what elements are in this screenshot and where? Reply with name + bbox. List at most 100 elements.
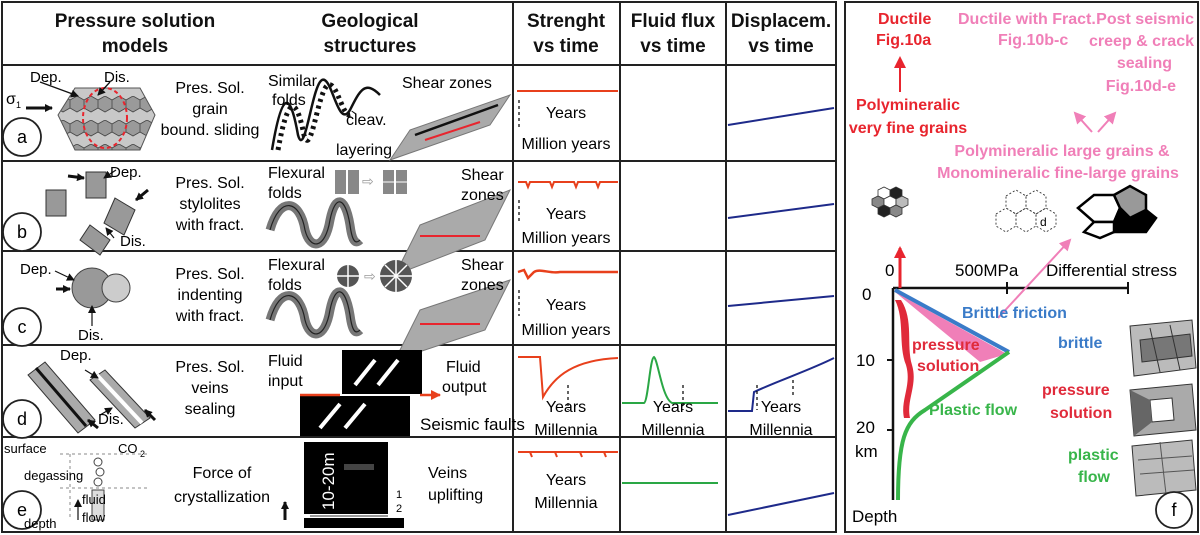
regime-post-fig: Fig.10d-e [1106,78,1176,95]
header-displacement-2: vs time [748,36,813,57]
sketch-e-co-sub: 2 [140,449,145,459]
disp-curve-e [727,492,835,516]
pressure-solution-label-1: pressure [912,337,980,354]
strength-e-years: Years [546,472,586,489]
strength-curve-c [517,268,618,281]
model-c-line2: indenting [178,287,243,304]
dis-label: Dis. [120,233,146,250]
struct-d-input: input [268,373,303,390]
y-tick-20: 20 [856,418,875,437]
strength-e-millennia: Millennia [534,495,597,512]
dep-label: Dep. [60,347,92,364]
disp-curve-d [728,357,835,412]
struct-e-layer-1: 1 [396,489,402,501]
model-d-line1: Pres. Sol. [175,359,244,376]
disp-d-millennia: Millennia [749,422,812,439]
x-axis-label: Differential stress [1046,261,1177,280]
model-c-line1: Pres. Sol. [175,266,244,283]
regime-fract: Ductile with Fract. [958,11,1096,28]
x-tick-0: 0 [885,261,894,280]
flux-d-millennia: Millennia [641,422,704,439]
dep-label: Dep. [110,164,142,181]
pressure-solution-curve [895,300,914,418]
row-letter-circle [2,307,42,347]
y-unit: km [855,442,878,461]
struct-a-similar: Similar [268,73,318,90]
row-letter: b [17,222,27,242]
panel-letter-circle [1155,491,1193,529]
poly-fine-1: Polymineralic [856,97,960,114]
fluid-flux-column: Years Millennia [622,355,718,484]
y-axis-label: Depth [852,507,897,526]
model-a-line1: Pres. Sol. [175,80,244,97]
struct-b-flexural: Flexural [268,165,325,182]
regime-ductile: Ductile [878,11,931,28]
row-e: e surface CO 2 degassing fluid flow dept… [2,441,483,531]
similar-folds-sketch [270,78,381,151]
row-c: c Dep. Dis. Pres. Sol. indenting with fr… [2,257,511,361]
sketch-e-depth: depth [24,516,57,531]
pressure-solution-label-2: solution [917,358,979,375]
model-d-line2: veins [191,380,228,397]
row-letter: c [18,317,27,337]
strength-column: Years Million years Years Million years … [517,90,619,512]
header-strength-2: vs time [533,36,598,57]
svg-text:⇨: ⇨ [364,268,376,284]
regime-fract-fig: Fig.10b-c [998,32,1068,49]
dis-label: Dis. [98,411,124,428]
header-fluid-flux-1: Fluid flux [631,11,716,32]
model-e-line1: Force of [193,465,252,482]
strength-d-years: Years [546,399,586,416]
header-displacement-1: Displacem. [731,11,831,32]
legend-brittle: brittle [1058,335,1103,352]
model-b-line2: stylolites [179,196,240,213]
vein-uplift-block [281,442,404,528]
strength-b-years: Years [546,206,586,223]
vein-sealing-sketch [27,361,157,434]
struct-b-folds: folds [268,185,302,202]
legend-brittle-texture [1129,319,1197,377]
shear-zone-plane [388,94,512,161]
strength-a-million: Million years [522,136,611,153]
header-geological-1: Geological [321,11,418,32]
y-tick-10: 10 [856,351,875,370]
dashed-grains-icon [995,189,1057,233]
poly-large-2: Monomineralic fine-large grains [937,165,1179,182]
sketch-e-degassing: degassing [24,468,83,483]
row-letter-circle [2,212,42,252]
row-letter: d [17,409,27,429]
regime-ductile-fig: Fig.10a [876,32,931,49]
flux-curve-d [622,355,718,404]
row-letter-circle [2,399,42,439]
stylolite-fracture-sketch [45,169,149,256]
struct-a-layering: layering [336,142,392,159]
struct-c-zones: zones [461,277,504,294]
degassing-sketch [60,453,150,521]
struct-d-seismic-faults: Seismic faults [420,415,525,434]
flux-d-years: Years [653,399,693,416]
sketch-e-flow: flow [82,510,106,525]
table-headers: Pressure solution models Geological stru… [55,11,831,57]
struct-a-folds: folds [272,92,306,109]
legend-pressure-1: pressure [1042,382,1110,399]
displacement-column [727,107,835,516]
disp-curve-a [727,107,835,126]
struct-b-zones: zones [461,187,504,204]
plastic-flow-label: Plastic flow [929,402,1018,419]
model-a-line2: grain [192,101,228,118]
shear-zone-plane [394,279,511,361]
indenting-grains-sketch [54,267,131,326]
table-grid [1,1,837,533]
sigma-subscript: 1 [16,100,21,110]
struct-e-uplifting: uplifting [428,487,483,504]
header-geological-2: structures [324,36,417,57]
row-b: b Dep. Dis. Pres. Sol. stylolites with f… [2,164,512,276]
model-b-line3: with fract. [175,217,244,234]
legend-plastic-1: plastic [1068,447,1119,464]
model-d-line3: sealing [185,401,236,418]
disp-d-years: Years [761,399,801,416]
grain-aggregate-sketch [26,81,156,151]
disp-curve-c [727,295,835,307]
header-pressure-solution-1: Pressure solution [55,11,216,32]
